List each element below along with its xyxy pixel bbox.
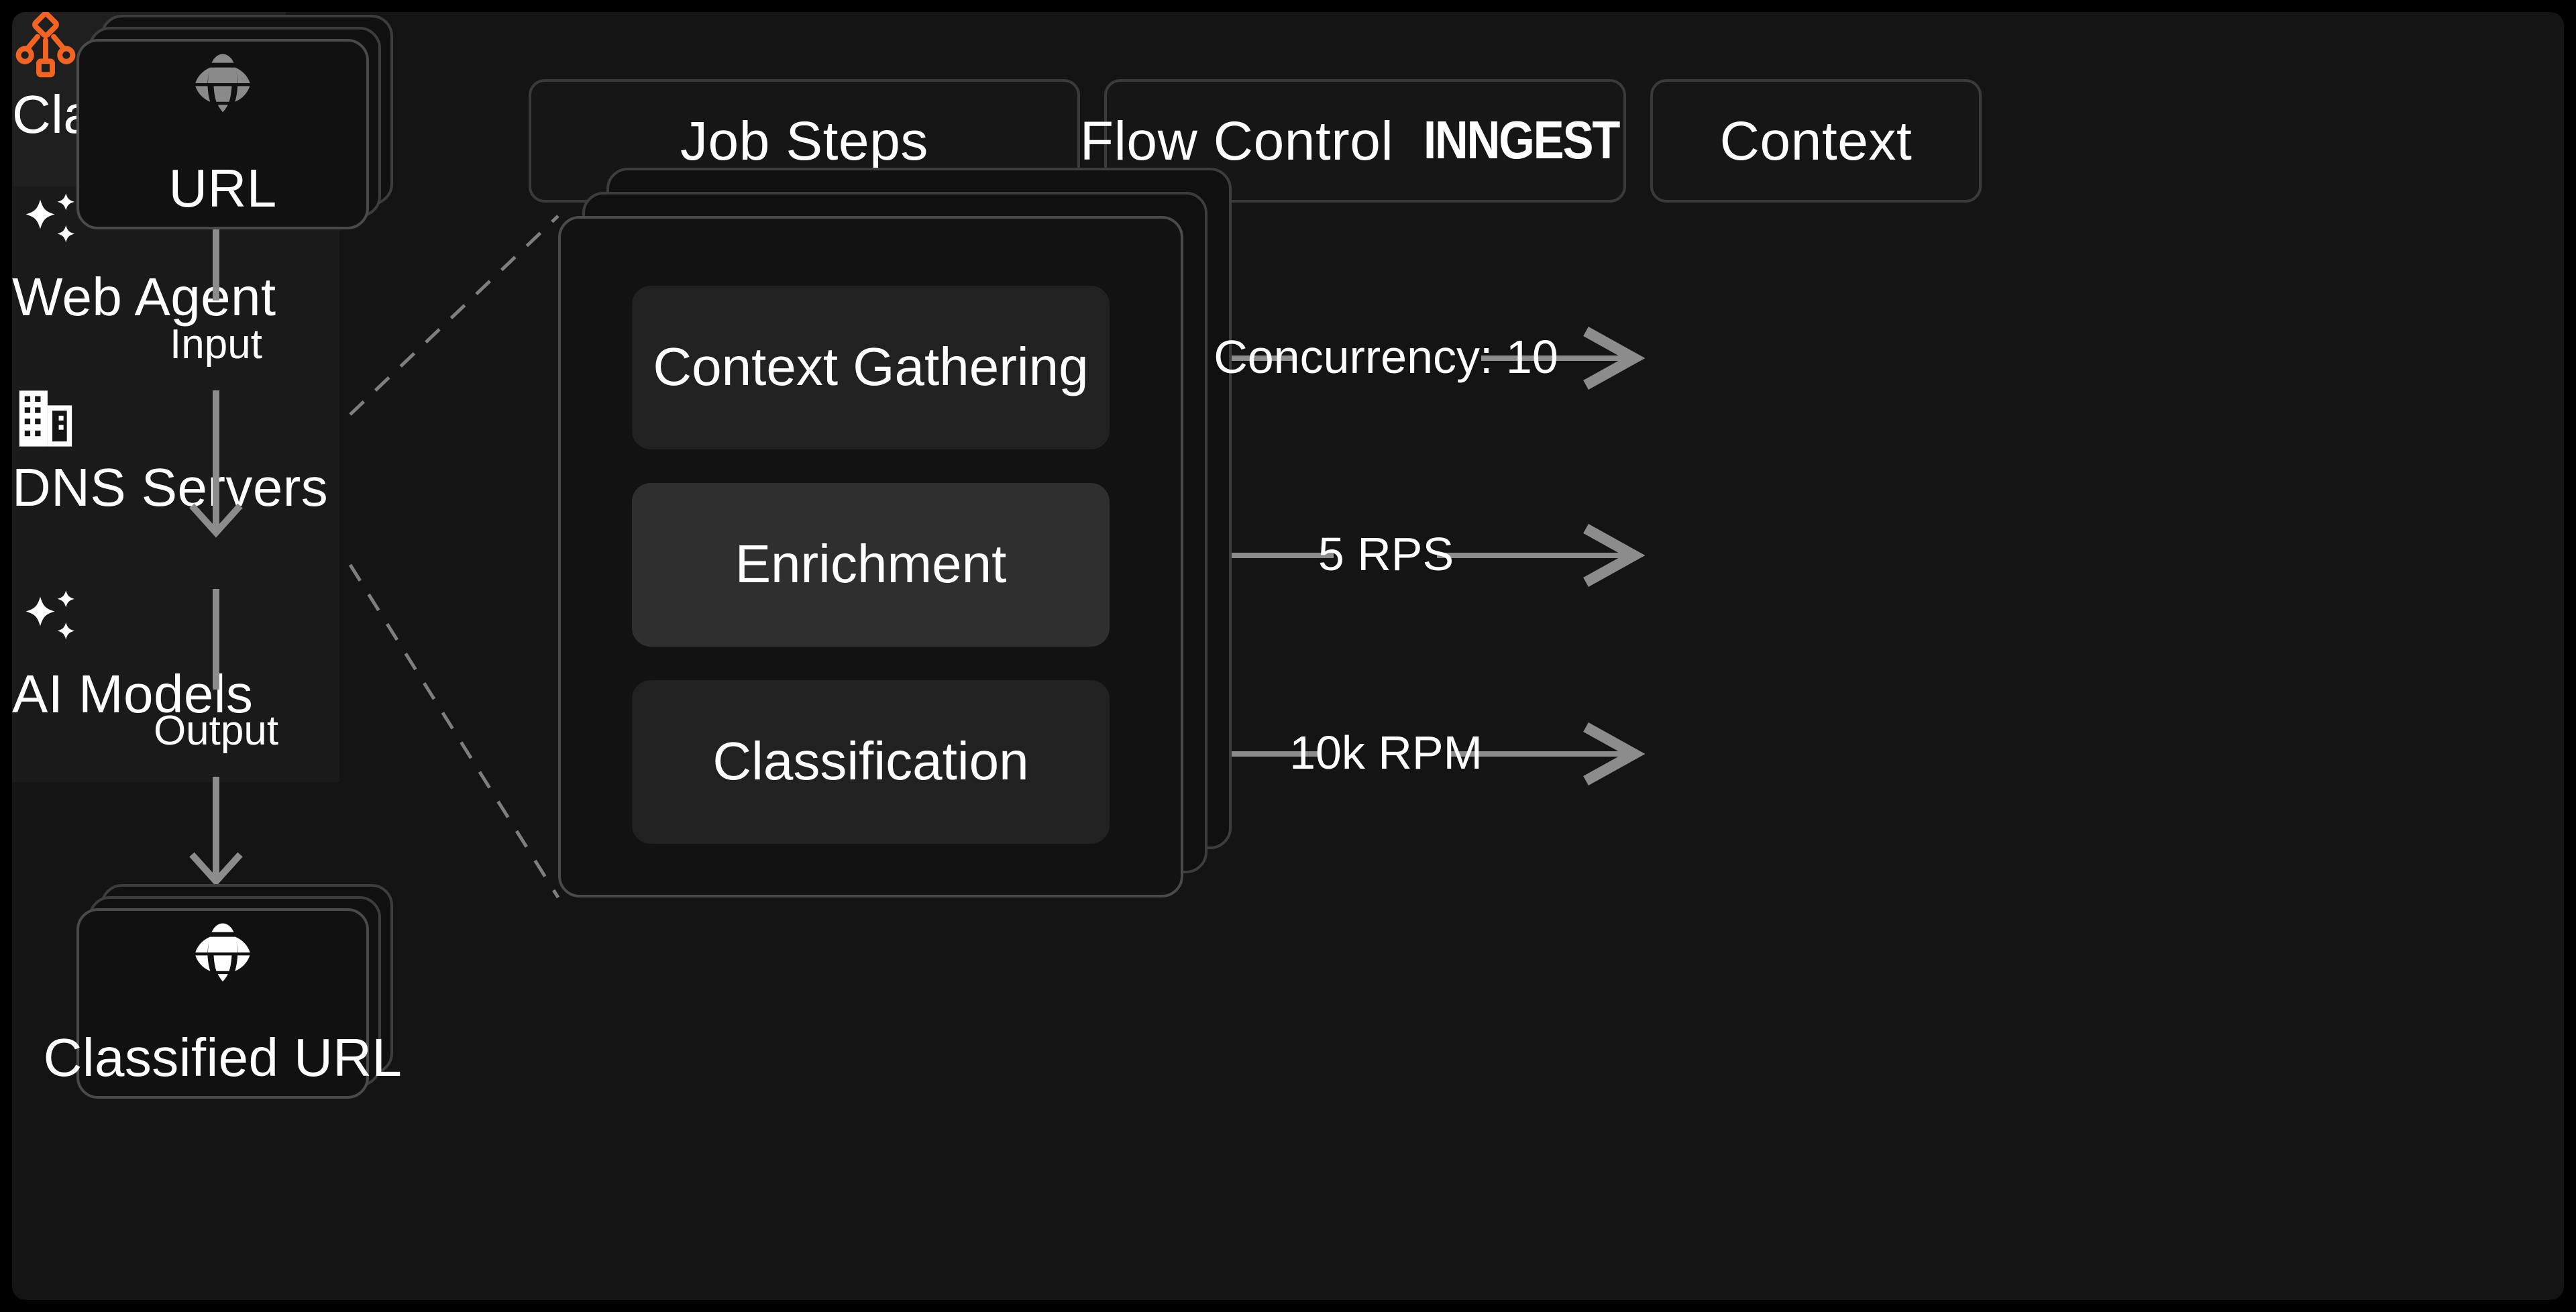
flow-control-label-concurrency: Concurrency: 10 (1214, 331, 1558, 384)
tab-context-label: Context (1719, 109, 1913, 171)
context-node-label: DNS Servers (12, 459, 329, 518)
node-classified-url-label: Classified URL (43, 1029, 402, 1088)
context-node-label: Web Agent (12, 268, 276, 327)
sparkles-icon (12, 584, 339, 665)
tab-flow-control-label: Flow Control (1079, 109, 1394, 171)
tab-job-steps-label: Job Steps (680, 109, 929, 171)
globe-icon (188, 48, 258, 125)
node-url-label: URL (168, 160, 277, 219)
node-classified-url[interactable]: Classified URL (44, 884, 402, 1109)
sparkles-icon (12, 186, 339, 268)
edge-label-input: Input (170, 321, 262, 368)
job-steps-card-stack[interactable]: Context Gathering Enrichment Classificat… (558, 168, 1256, 900)
tab-flow-control[interactable]: Flow Control INNGEST (1080, 79, 1626, 203)
flow-control-label-rps: 5 RPS (1318, 529, 1454, 581)
job-step-context-gathering[interactable]: Context Gathering (632, 286, 1110, 449)
job-step-enrichment[interactable]: Enrichment (632, 483, 1110, 647)
context-node-ai-models[interactable]: AI Models (12, 584, 339, 782)
inngest-logo-wordmark: INNGEST (1423, 111, 1619, 170)
edge-label-output: Output (153, 707, 279, 754)
job-step-label: Context Gathering (653, 337, 1089, 396)
context-node-dns-servers[interactable]: DNS Servers (12, 385, 339, 584)
globe-icon (188, 918, 258, 994)
job-step-label: Enrichment (735, 535, 1007, 594)
workflow-icon (12, 12, 286, 86)
node-url[interactable]: URL (76, 15, 398, 240)
job-step-label: Classification (712, 732, 1029, 791)
job-step-classification[interactable]: Classification (632, 680, 1110, 844)
diagram-canvas: Job Steps Flow Control INNGEST Context (12, 12, 2564, 1300)
building-icon (12, 385, 339, 459)
flow-control-label-rpm: 10k RPM (1289, 727, 1483, 779)
tab-context[interactable]: Context (1650, 79, 1982, 203)
